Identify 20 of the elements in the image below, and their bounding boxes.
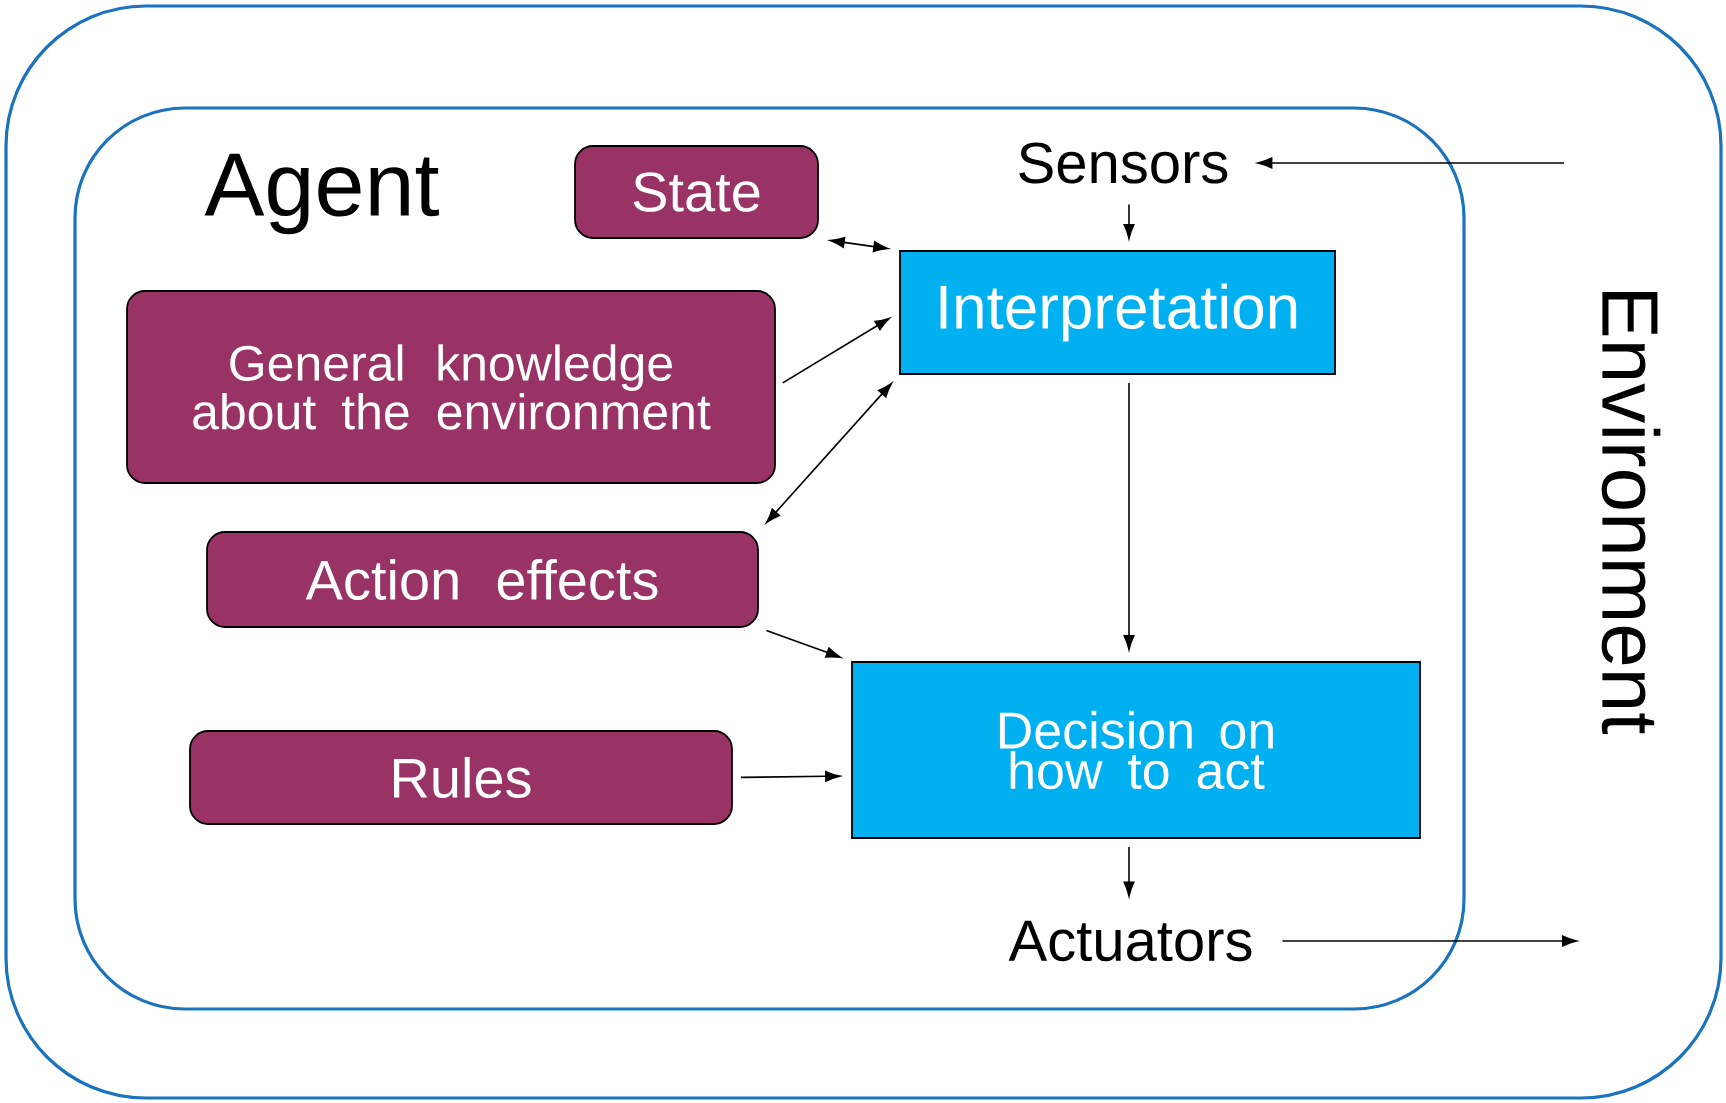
arrow — [740, 770, 841, 782]
arrow — [765, 629, 841, 658]
knowledge-box: State — [574, 145, 819, 239]
arrow — [829, 236, 889, 253]
arrow — [1123, 203, 1135, 240]
arrow — [1123, 846, 1135, 897]
knowledge-box: General knowledge about the environment — [126, 290, 776, 484]
knowledge-box: Rules — [189, 730, 733, 825]
arrow — [781, 317, 890, 384]
knowledge-box: Action effects — [206, 531, 759, 628]
arrow — [765, 382, 893, 524]
process-box: Decision on how to act — [851, 661, 1421, 839]
arrow — [1257, 157, 1565, 169]
text-label: Sensors — [1019, 142, 1228, 184]
frame-title: Environment — [1601, 292, 1661, 734]
arrow — [1281, 935, 1578, 947]
process-box: Interpretation — [899, 250, 1336, 375]
arrow — [1123, 382, 1135, 651]
frame-title: Agent — [204, 153, 439, 235]
text-label: Actuators — [1008, 920, 1252, 962]
